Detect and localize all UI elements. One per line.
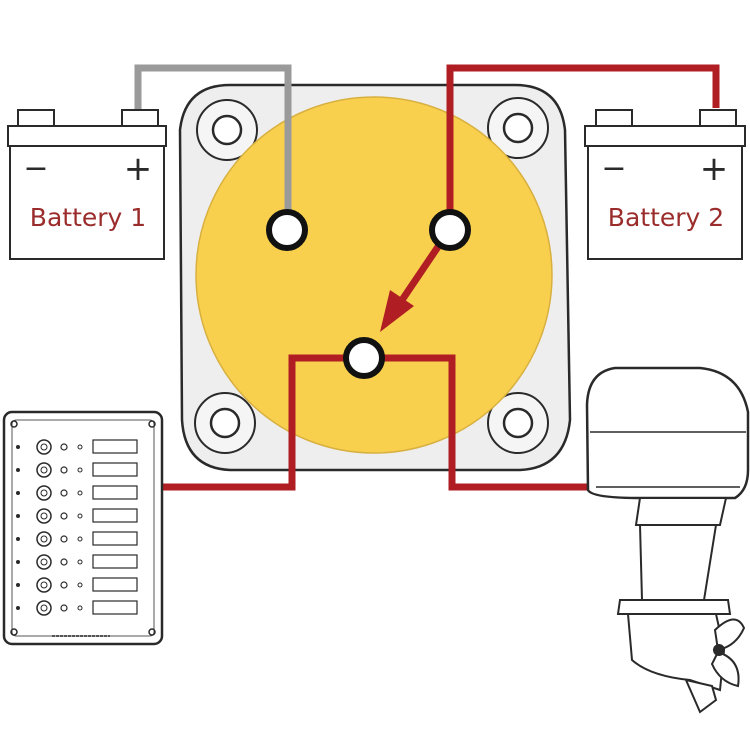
battery2-wire bbox=[446, 64, 720, 228]
breaker-panel-icon bbox=[2, 410, 164, 646]
breaker-row bbox=[16, 577, 138, 593]
engine-wire bbox=[364, 354, 588, 491]
outboard-motor-icon bbox=[585, 366, 750, 714]
battery-2: − + Battery 2 bbox=[584, 109, 746, 260]
panel-wire bbox=[162, 354, 364, 491]
battery1-wire bbox=[134, 64, 292, 228]
mount-hole-bottom-left bbox=[194, 392, 256, 454]
mount-hole-top-right bbox=[487, 97, 549, 159]
propeller-icon bbox=[710, 618, 746, 688]
battery1-negative-symbol: − bbox=[23, 151, 48, 186]
battery1-positive-symbol: + bbox=[124, 149, 153, 189]
battery-1: − + Battery 1 bbox=[7, 109, 167, 260]
breaker-row bbox=[16, 554, 138, 570]
breaker-row bbox=[16, 462, 138, 478]
breaker-row bbox=[16, 508, 138, 524]
battery1-label: Battery 1 bbox=[30, 203, 146, 232]
terminal-battery2 bbox=[429, 209, 471, 251]
panel-screws bbox=[10, 420, 156, 636]
mount-hole-bottom-right bbox=[487, 392, 549, 454]
switch-face bbox=[195, 96, 553, 454]
terminal-battery1 bbox=[266, 209, 308, 251]
mount-hole-top-left bbox=[196, 99, 258, 161]
breaker-row bbox=[16, 600, 138, 616]
breaker-rows bbox=[16, 439, 138, 616]
battery2-positive-symbol: + bbox=[700, 149, 729, 189]
breaker-row bbox=[16, 531, 138, 547]
breaker-row bbox=[16, 439, 138, 455]
battery2-negative-symbol: − bbox=[601, 151, 626, 186]
terminal-common bbox=[343, 337, 385, 379]
breaker-row bbox=[16, 485, 138, 501]
battery2-label: Battery 2 bbox=[608, 203, 724, 232]
